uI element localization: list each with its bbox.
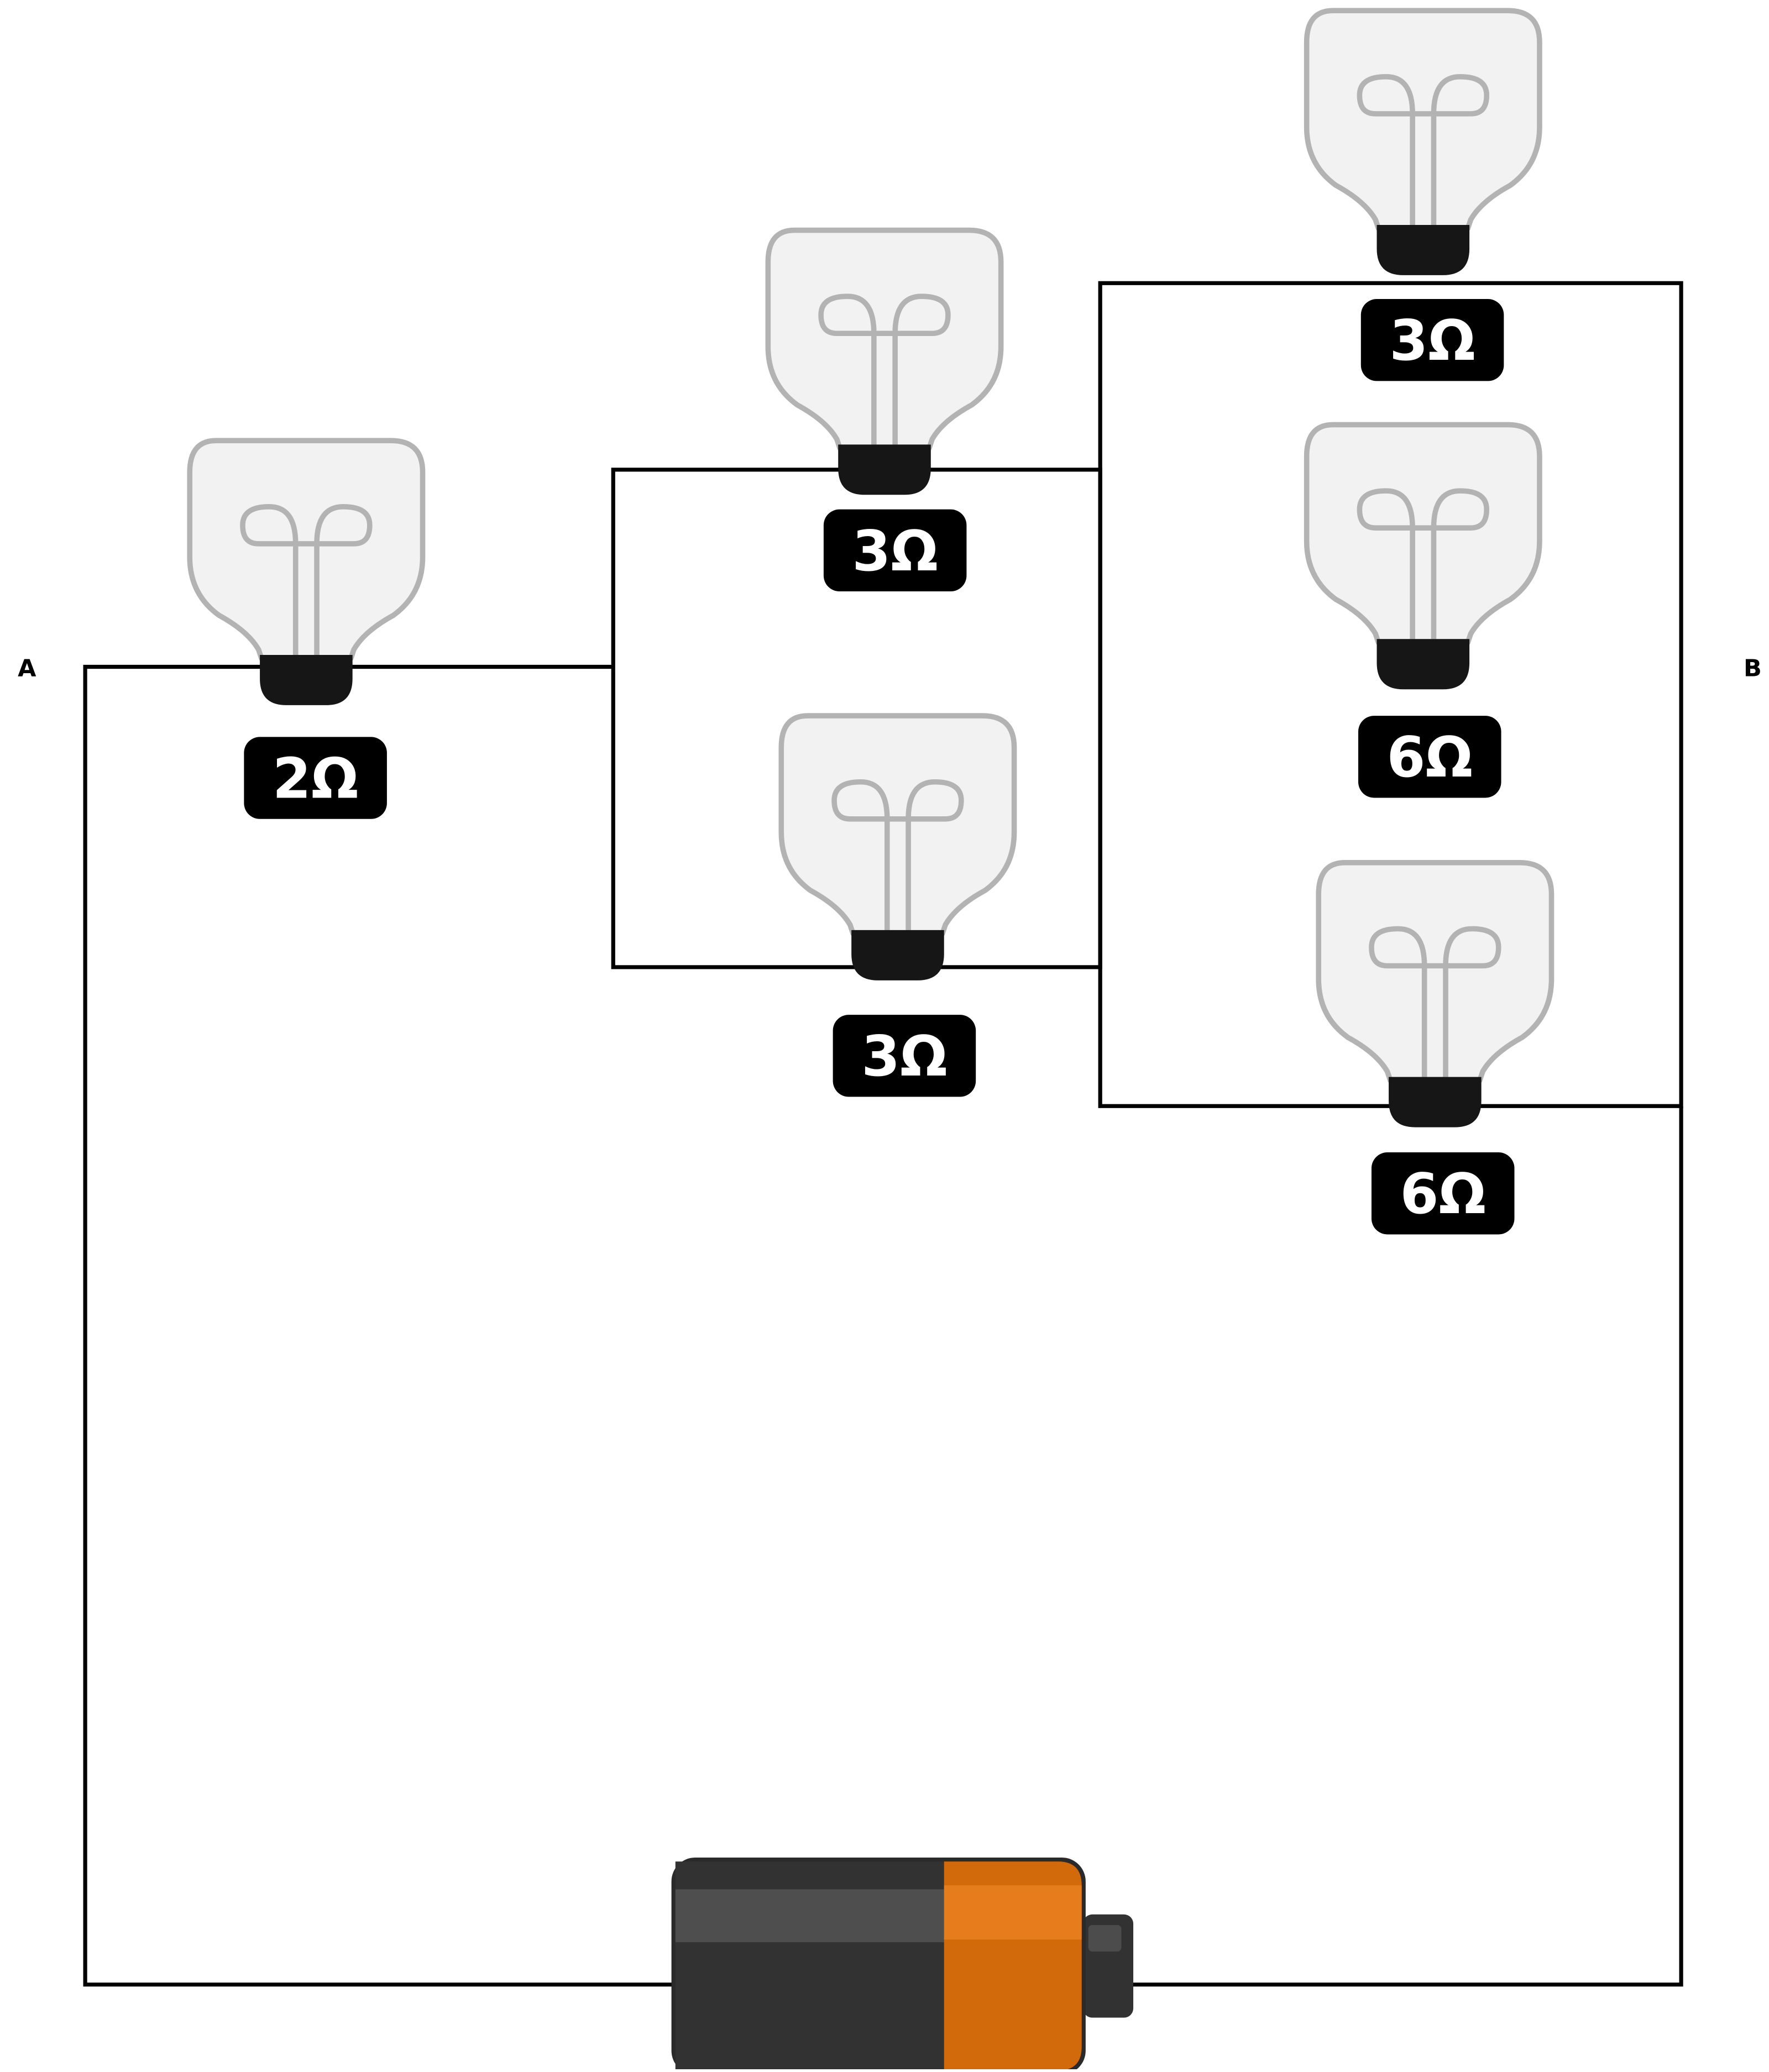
resistance-label-box <box>1358 716 1501 798</box>
terminal-a-label: A <box>18 654 36 682</box>
resistance-label-box <box>244 737 387 819</box>
resistance-label: 3Ω <box>852 519 938 584</box>
wire-left-loop <box>83 664 684 1987</box>
battery-cap-highlight <box>944 1885 1082 1940</box>
lightbulb-icon <box>1307 11 1540 275</box>
resistance-label-box <box>1371 1152 1515 1235</box>
battery-icon <box>671 1857 1134 2072</box>
resistance-label: 6Ω <box>1387 725 1473 790</box>
resistance-label-box <box>1360 299 1504 381</box>
terminal-b-label: B <box>1744 654 1762 682</box>
resistance-label: 3Ω <box>861 1024 947 1089</box>
resistance-label-box <box>823 509 967 592</box>
bulb-3ohm-lower: 3Ω <box>781 716 1014 1097</box>
bulb-2ohm: 2Ω <box>190 440 422 819</box>
resistance-label: 2Ω <box>273 746 358 811</box>
lightbulb-icon <box>781 716 1014 980</box>
lightbulb-icon <box>1318 863 1551 1127</box>
resistance-label: 3Ω <box>1389 308 1475 373</box>
battery-body-highlight <box>675 1889 944 1943</box>
bulb-6ohm-bottom: 6Ω <box>1318 863 1551 1235</box>
bulb-3ohm-upper: 3Ω <box>768 230 1001 592</box>
lightbulb-icon <box>768 230 1001 495</box>
wire-right-return <box>1125 1106 1683 1987</box>
bulb-3ohm-top: 3Ω <box>1307 11 1540 381</box>
lightbulb-icon <box>1307 424 1540 689</box>
battery-terminal-highlight <box>1088 1925 1122 1952</box>
resistance-label-box <box>833 1015 976 1097</box>
bulb-6ohm-middle: 6Ω <box>1307 424 1540 798</box>
resistance-label: 6Ω <box>1400 1162 1485 1226</box>
